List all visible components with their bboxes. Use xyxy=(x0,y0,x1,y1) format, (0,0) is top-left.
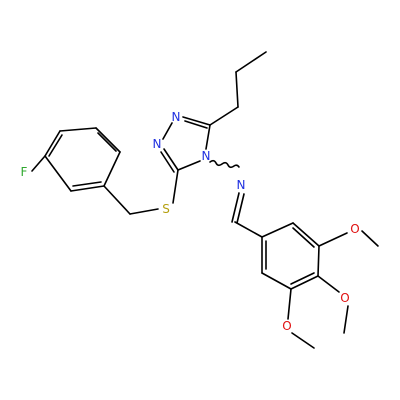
bond-aryl xyxy=(292,227,315,248)
atom-label-n-triazole-4: N xyxy=(202,149,211,163)
atom-label-o-methoxy-middle: O xyxy=(340,291,349,305)
bond-c-o xyxy=(318,232,348,247)
bond-aryl xyxy=(290,275,319,290)
atom-label-o-methoxy-bottom: O xyxy=(282,319,291,333)
bond-o-ch3 xyxy=(343,305,349,334)
bond-s-c xyxy=(172,169,179,204)
bond-phenyl xyxy=(103,151,121,187)
bond-triazole xyxy=(162,122,173,140)
bond-propyl xyxy=(235,51,267,73)
bond-o-ch3 xyxy=(291,332,315,349)
bond-propyl xyxy=(235,71,239,108)
bond-aryl xyxy=(261,272,292,290)
atom-label-n-imine: N xyxy=(237,178,246,192)
bond-imine xyxy=(231,192,240,223)
bond-c-o xyxy=(287,288,292,320)
bond-triazole xyxy=(205,124,211,150)
bond-aryl xyxy=(261,222,294,238)
atom-label-o-methoxy-top: O xyxy=(350,222,359,236)
bond-ch2-s xyxy=(129,208,159,215)
bond-c-o xyxy=(317,275,340,293)
atom-label-n-triazole-3: N xyxy=(153,137,162,151)
bond-ch-aryl xyxy=(234,221,263,238)
bond-triazole xyxy=(177,160,201,171)
bond-phenyl xyxy=(48,134,63,157)
bond-phenyl xyxy=(44,130,61,157)
atom-label-n-triazole-2: N xyxy=(172,110,181,124)
bond-benzyl xyxy=(103,185,131,215)
bond-aryl xyxy=(317,245,320,277)
bond-propyl xyxy=(209,106,239,126)
bond-phenyl xyxy=(97,132,117,152)
bond-imine xyxy=(236,193,245,224)
bond-triazole xyxy=(160,151,175,173)
bond-phenyl xyxy=(72,181,102,187)
bond-phenyl xyxy=(59,127,97,132)
bond-triazole xyxy=(184,120,208,129)
bond-n-n-wavy xyxy=(209,159,240,169)
atom-label-s: S xyxy=(162,202,170,216)
bond-aryl xyxy=(292,222,320,247)
bond-phenyl xyxy=(44,155,72,192)
bond-triazole xyxy=(182,116,211,126)
bond-phenyl xyxy=(95,127,121,153)
bond-o-ch3 xyxy=(361,230,379,247)
atom-label-layer: F S N N N N O O O xyxy=(21,110,360,333)
bond-triazole xyxy=(163,148,179,171)
bond-phenyl xyxy=(70,185,105,192)
bond-c-f xyxy=(31,155,46,172)
bond-layer xyxy=(31,51,379,349)
bond-aryl xyxy=(290,272,315,285)
atom-label-f: F xyxy=(21,165,28,179)
